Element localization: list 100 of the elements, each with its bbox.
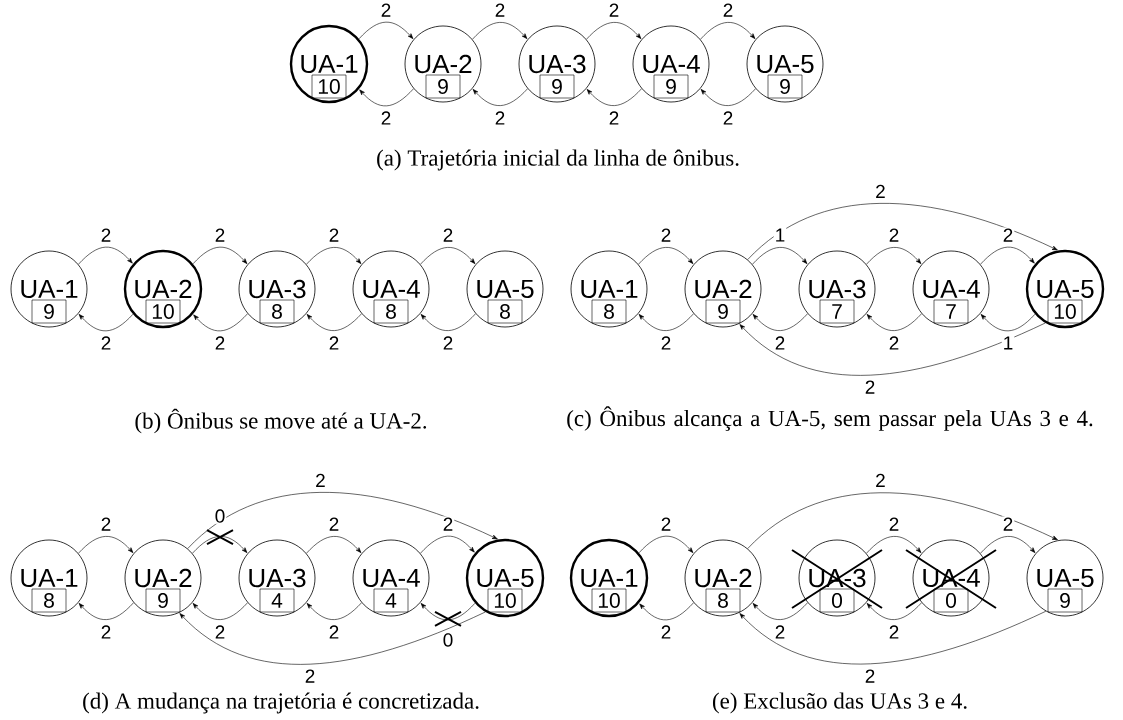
caption: (c) Ônibus alcança a UA-5, sem passar pela UAs 3 e 4. (567, 406, 1093, 431)
count-box: 7 (819, 299, 855, 324)
edge-label: 1 (773, 227, 787, 243)
arrow (980, 313, 1036, 332)
edge-label: 2 (99, 516, 113, 532)
edge-label: 0 (213, 508, 227, 524)
edge-label: 2 (659, 624, 673, 640)
arrow (420, 602, 476, 621)
count-box: 9 (425, 74, 461, 99)
edge-label: 2 (773, 624, 787, 640)
count-box: 9 (145, 588, 181, 613)
count-box: 8 (31, 588, 67, 613)
arrow (752, 247, 808, 265)
edge-label: 2 (99, 335, 113, 351)
arrow (179, 611, 486, 665)
count-box: 10 (487, 588, 523, 613)
edge-label: 2 (327, 516, 341, 532)
edge-label: 2 (607, 110, 621, 126)
arrow (700, 22, 756, 40)
edge-label: 2 (1001, 227, 1015, 243)
arrow (78, 246, 133, 265)
edge-label: 2 (887, 516, 901, 532)
edge-label: 2 (327, 624, 341, 640)
count-box: 9 (1047, 588, 1083, 613)
arrow (866, 247, 922, 265)
arrow (306, 536, 362, 554)
arrow (752, 313, 808, 331)
count-box: 9 (539, 74, 575, 99)
edge-label: 0 (441, 632, 455, 648)
edge-label: 2 (213, 335, 227, 351)
count-box: 4 (259, 588, 295, 613)
edge-label: 2 (1001, 516, 1015, 532)
count-box: 9 (653, 74, 689, 99)
arrow (638, 535, 694, 554)
count-box: 8 (487, 299, 523, 324)
arrow (472, 22, 528, 40)
caption: (d) A mudança na trajetória é concretizada. (83, 692, 479, 714)
arrow (747, 492, 1058, 549)
edge-label: 2 (99, 624, 113, 640)
caption: (b) Ônibus se move até a UA-2. (135, 408, 427, 434)
edge-label: 2 (887, 624, 901, 640)
edge-label: 2 (721, 2, 735, 18)
arrow (586, 22, 642, 40)
arrow (866, 536, 922, 554)
edge-label: 2 (213, 227, 227, 243)
arrow (586, 88, 642, 106)
edge-label: 2 (314, 472, 327, 488)
arrow (739, 322, 1046, 376)
arrow (472, 88, 528, 106)
count-box: 10 (311, 74, 347, 99)
arrow (192, 536, 248, 554)
edge-label: 2 (303, 668, 317, 684)
edge-label: 1 (1001, 335, 1015, 351)
arrow (78, 313, 134, 332)
edge-label: 2 (887, 227, 901, 243)
count-box: 7 (933, 299, 969, 324)
edge-label: 2 (441, 227, 455, 243)
arrow (306, 247, 362, 265)
arrow (639, 602, 694, 621)
edge-label: 2 (493, 2, 507, 18)
edge-label: 2 (721, 110, 735, 126)
edge-label: 2 (379, 110, 393, 126)
count-box: 0 (819, 588, 855, 613)
edge-label: 2 (213, 624, 227, 640)
count-box: 10 (591, 588, 627, 613)
arrow (866, 313, 922, 331)
edge-label: 2 (863, 668, 877, 684)
edge-label: 2 (441, 335, 455, 351)
count-box: 8 (705, 588, 741, 613)
arrow (980, 536, 1036, 554)
arrow (78, 536, 134, 554)
arrow (192, 602, 248, 620)
arrow (752, 602, 808, 620)
edge-label: 2 (327, 335, 341, 351)
edge-label: 2 (659, 516, 673, 532)
count-box: 8 (591, 299, 627, 324)
count-box: 0 (933, 588, 969, 613)
edge-label: 2 (659, 227, 673, 243)
arrow (866, 602, 922, 620)
arrow (420, 313, 476, 331)
arrow (306, 313, 362, 331)
edge-label: 2 (874, 183, 887, 199)
edge-label: 2 (659, 335, 673, 351)
arrow (193, 313, 248, 332)
edge-label: 2 (607, 2, 621, 18)
arrow (638, 247, 694, 265)
arrow (192, 246, 248, 265)
count-box: 9 (705, 299, 741, 324)
arrow (980, 246, 1035, 265)
caption: (e) Exclusão das UAs 3 e 4. (712, 692, 967, 714)
arrow (700, 88, 756, 106)
edge-label: 2 (773, 335, 787, 351)
arrow (739, 610, 1047, 665)
edge-label: 2 (441, 516, 455, 532)
arrow (187, 492, 498, 549)
arrow (420, 535, 475, 554)
count-box: 9 (767, 74, 803, 99)
edge-label: 2 (863, 379, 877, 395)
arrow (306, 602, 362, 620)
arrow (359, 88, 414, 107)
